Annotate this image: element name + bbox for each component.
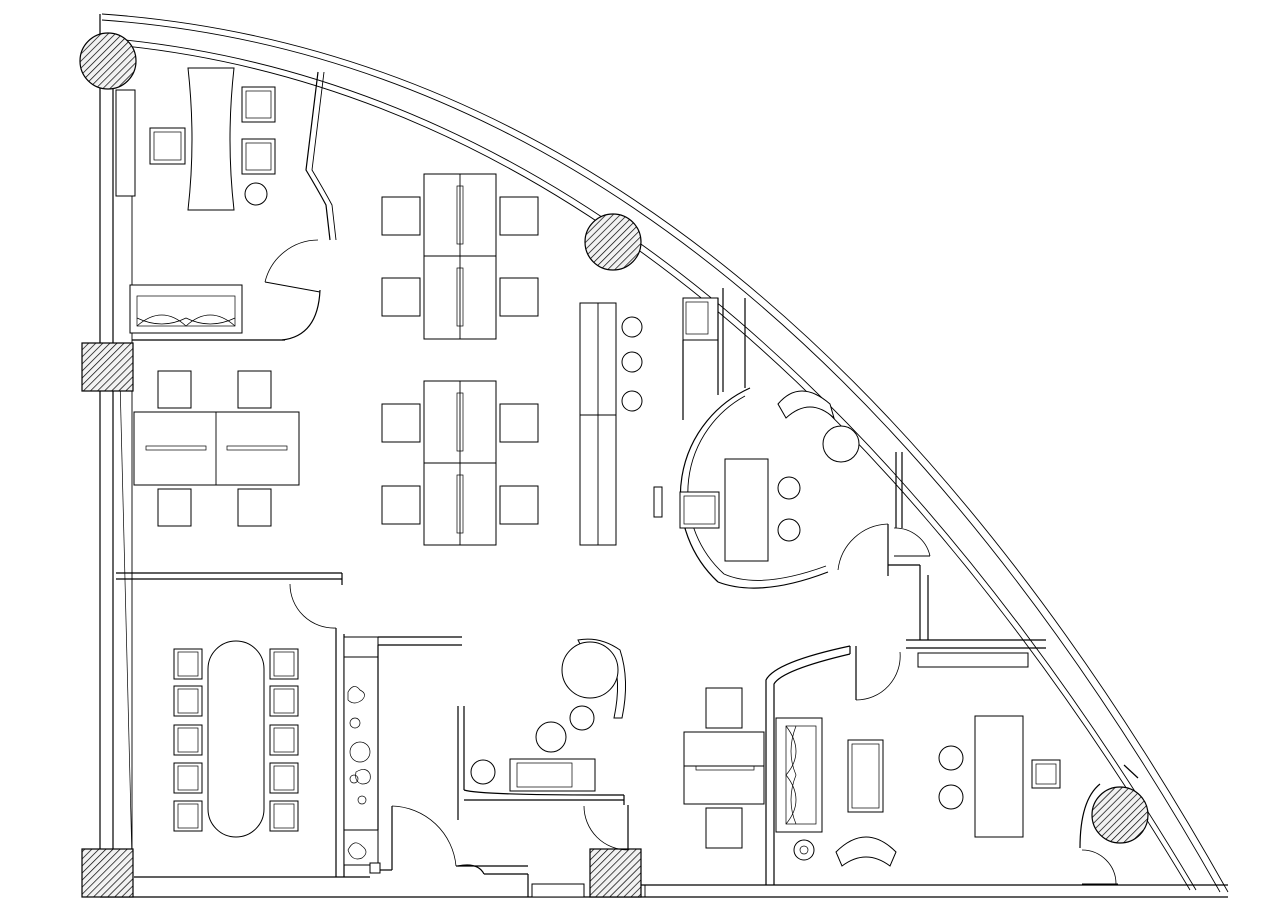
- executive-office-top-left: [115, 67, 337, 341]
- executive-office-bottom-right: [683, 639, 1139, 885]
- column-round-top-left: [79, 32, 137, 90]
- workstation-cluster-left: [133, 370, 300, 527]
- structural-columns: [79, 32, 1149, 898]
- workstation-cluster-top: [381, 173, 539, 340]
- round-meeting-room: [653, 387, 931, 640]
- conference-room: [116, 572, 345, 877]
- bar-counter: [579, 302, 643, 546]
- column-round-mid: [584, 213, 642, 271]
- lounge: [457, 638, 629, 898]
- column-square-bottom-mid: [589, 848, 642, 898]
- column-square-left: [81, 342, 134, 392]
- exterior-walls: [99, 13, 1229, 898]
- column-round-bottom-right: [1091, 786, 1149, 844]
- storage-cabinet: [682, 288, 746, 420]
- column-square-bottom-left: [81, 848, 134, 898]
- planter-strip: [343, 636, 529, 897]
- workstation-cluster-mid: [381, 380, 539, 546]
